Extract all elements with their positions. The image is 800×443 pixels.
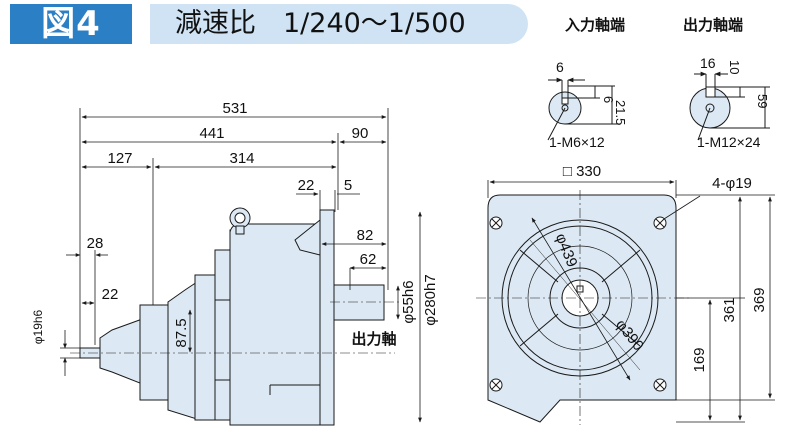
output-key-width: 16 <box>700 55 716 71</box>
output-key-depth: 10 <box>727 60 742 74</box>
end-view-dimensions <box>487 180 775 423</box>
output-shaft-diameter: φ55h6 <box>400 280 417 323</box>
output-tap-spec: 1-M12×24 <box>697 134 761 150</box>
input-dim-21-5: 21.5 <box>613 100 628 125</box>
end-view <box>476 190 690 425</box>
input-end-label: 入力軸端 <box>565 16 626 34</box>
dim-441: 441 <box>199 125 224 142</box>
output-shaft-label: 出力軸 <box>351 330 396 348</box>
dim-127: 127 <box>107 150 132 167</box>
side-view-dimensions <box>60 108 422 423</box>
dim-height-361: 361 <box>721 297 738 322</box>
dim-height-369: 369 <box>751 287 768 312</box>
dim-87-5: 87.5 <box>173 318 190 347</box>
figure-badge: 図4 <box>10 4 132 44</box>
side-view <box>70 207 400 426</box>
input-key-width: 6 <box>556 59 564 75</box>
flange-square-size: □ 330 <box>563 163 601 180</box>
dim-62: 62 <box>360 251 377 268</box>
input-shaft-end-detail <box>547 77 620 141</box>
dim-overall-length: 531 <box>222 100 247 117</box>
reduction-ratio-title: 減速比 1/240～1/500 <box>175 8 466 39</box>
dim-82: 82 <box>357 227 374 244</box>
output-end-label: 出力軸端 <box>683 16 744 34</box>
header-bar: 図4 減速比 1/240～1/500 入力軸端 出力軸端 <box>0 0 800 50</box>
bolt-holes-spec: 4-φ19 <box>712 175 752 192</box>
output-dim-59: 59 <box>755 94 770 108</box>
dim-22-top: 22 <box>298 177 315 194</box>
dim-28: 28 <box>87 235 104 252</box>
title-band <box>150 4 528 44</box>
dim-5: 5 <box>344 177 352 194</box>
input-shaft-diameter: φ19h6 <box>31 309 45 344</box>
pilot-diameter: φ280h7 <box>422 274 439 325</box>
input-tap-spec: 1-M6×12 <box>549 134 605 150</box>
input-key-height: 6 <box>601 96 616 103</box>
dim-314: 314 <box>229 150 254 167</box>
dim-height-169: 169 <box>691 347 708 372</box>
dim-90: 90 <box>352 125 369 142</box>
dim-22-left: 22 <box>102 286 119 303</box>
output-shaft-end-detail <box>689 71 770 141</box>
